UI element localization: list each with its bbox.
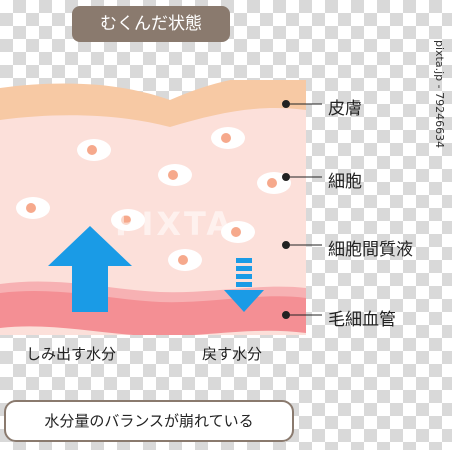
skin-layer: [0, 80, 306, 127]
cell: [221, 221, 255, 243]
cell: [168, 249, 202, 271]
label-pointers: [282, 100, 322, 319]
label-capillary: 毛細血管: [328, 310, 396, 330]
cell: [111, 209, 145, 231]
label-interstitial-fluid: 細胞間質液: [328, 240, 413, 260]
label-cell: 細胞: [328, 172, 362, 192]
cell: [158, 164, 192, 186]
label-seep-out: しみ出す水分: [26, 345, 117, 363]
title-badge: むくんだ状態: [72, 6, 230, 42]
label-skin: 皮膚: [328, 99, 362, 119]
cell: [16, 197, 50, 219]
label-return: 戻す水分: [202, 345, 263, 363]
cell: [211, 127, 245, 149]
return-arrow: [224, 258, 264, 312]
cell: [77, 139, 111, 161]
pixta-watermark: PIXTA: [115, 205, 235, 243]
caption: 水分量のバランスが崩れている: [4, 400, 294, 442]
side-watermark: pixta.jp - 79246634: [433, 40, 446, 149]
cells: [16, 127, 291, 271]
seep-out-arrow: [48, 226, 132, 312]
